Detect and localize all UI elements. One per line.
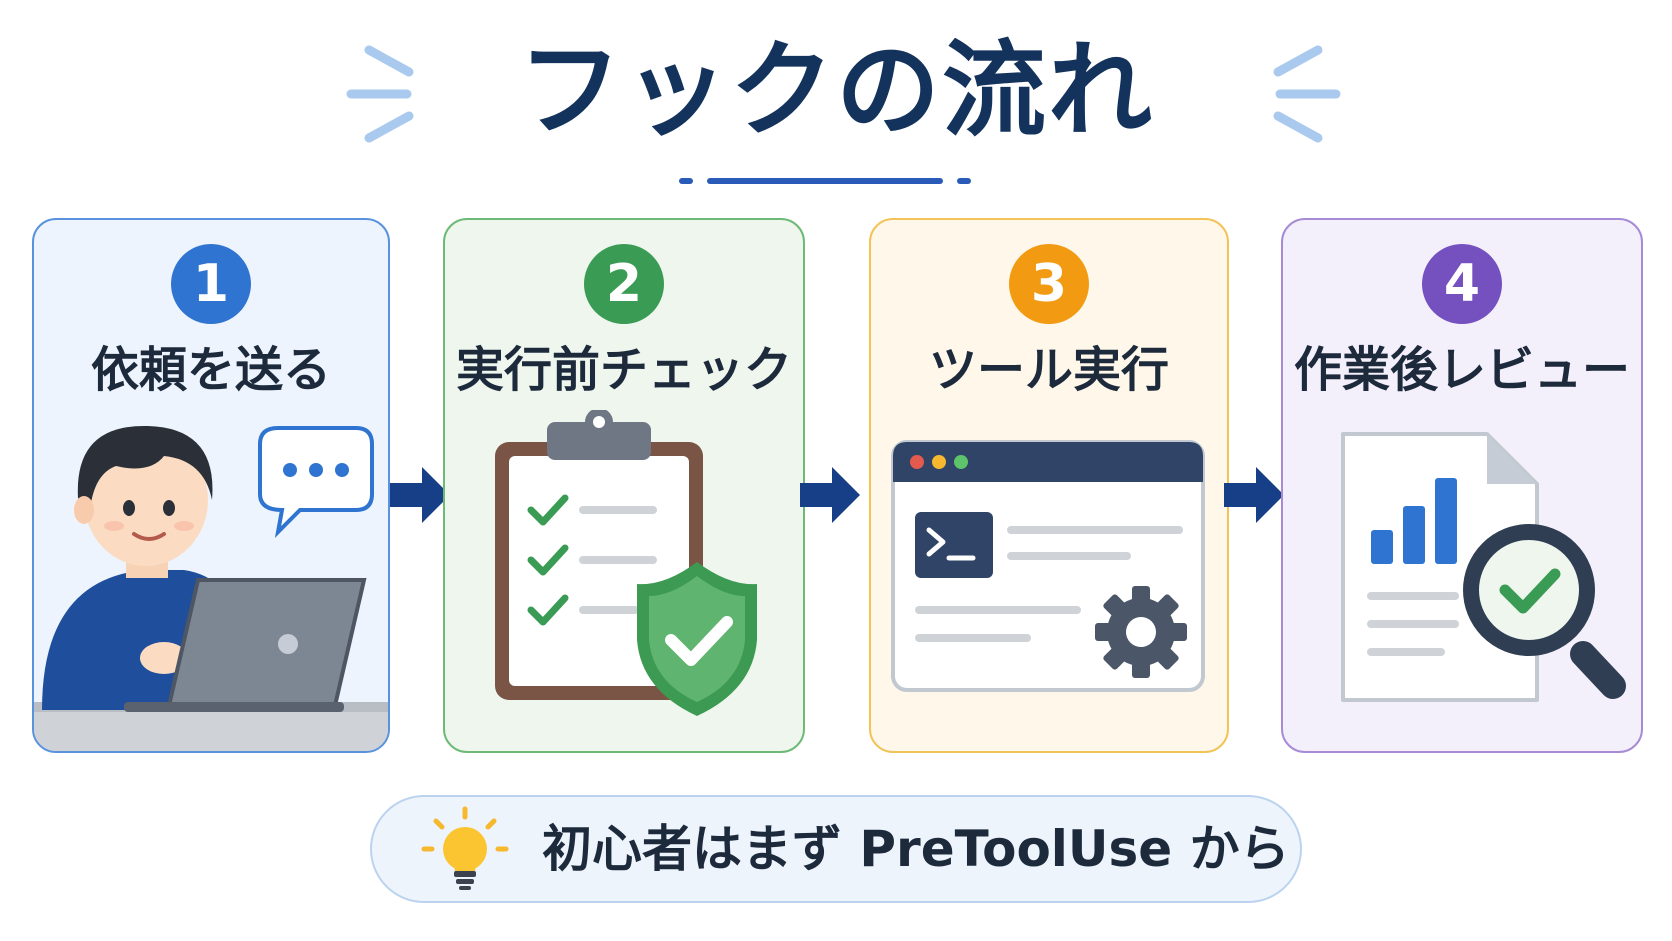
beginner-tip-banner: 初心者はまず PreToolUse から	[370, 795, 1302, 903]
report-magnifier-check-icon	[1341, 432, 1626, 702]
step-label: ツール実行	[928, 342, 1169, 398]
title-underline	[679, 178, 971, 184]
clipboard-shield-check-icon	[495, 410, 757, 716]
step-number-badge: 2	[584, 244, 664, 324]
step-label: 依頼を送る	[90, 342, 331, 398]
tip-text: 初心者はまず PreToolUse から	[542, 820, 1290, 878]
step-number-badge: 1	[171, 244, 251, 324]
step-number-badge: 3	[1009, 244, 1089, 324]
step-number-badge: 4	[1422, 244, 1502, 324]
step-card-post-review: 4 作業後レビュー	[1281, 218, 1643, 753]
step-card-pre-check: 2 実行前チェック	[443, 218, 805, 753]
step-card-tool-run: 3 ツール実行	[869, 218, 1229, 753]
page-title: フックの流れ	[517, 29, 1154, 151]
terminal-window-gear-icon	[891, 440, 1205, 692]
arrow-right-icon	[1224, 467, 1284, 523]
step-label: 作業後レビュー	[1293, 342, 1630, 398]
step-card-request: 1 依頼を送る	[32, 218, 390, 753]
step-label: 実行前チェック	[455, 342, 792, 398]
sparkle-left-icon	[346, 45, 414, 143]
arrow-right-icon	[390, 467, 450, 523]
arrow-right-icon	[800, 467, 860, 523]
lightbulb-icon	[421, 806, 509, 890]
person-laptop-chat-icon	[34, 425, 388, 751]
sparkle-right-icon	[1273, 45, 1341, 143]
